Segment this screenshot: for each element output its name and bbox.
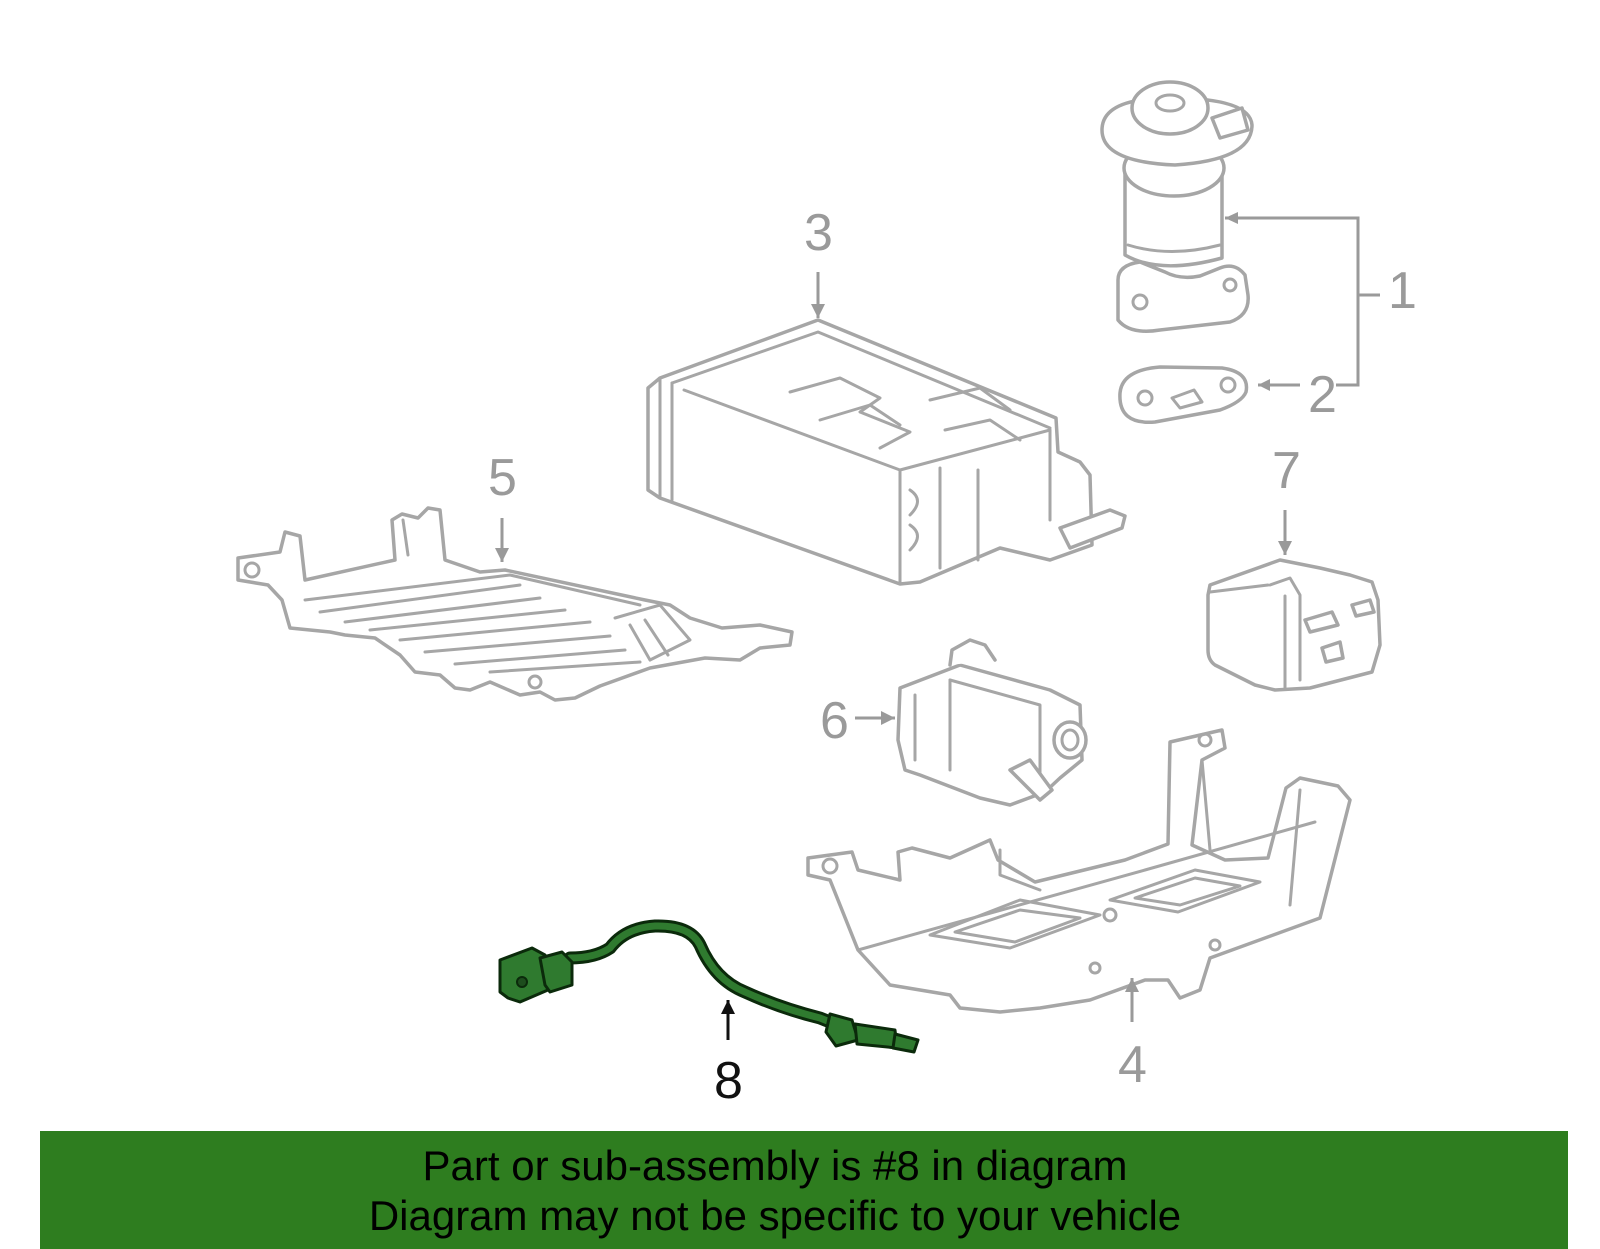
- banner-line-part-number: Part or sub-assembly is #8 in diagram: [422, 1142, 1128, 1189]
- callout-5: 5: [488, 449, 517, 507]
- info-banner: Part or sub-assembly is #8 in diagram Di…: [40, 1131, 1568, 1249]
- callout-3: 3: [804, 204, 833, 262]
- callout-4: 4: [1118, 1036, 1147, 1094]
- part-4-mounting-bracket[interactable]: [806, 728, 1352, 1014]
- callout-7: 7: [1272, 442, 1301, 500]
- part-2-gasket[interactable]: [1118, 365, 1249, 424]
- part-1-egr-valve[interactable]: [1100, 80, 1254, 333]
- banner-line-disclaimer: Diagram may not be specific to your vehi…: [368, 1192, 1182, 1239]
- callout-6: 6: [820, 692, 849, 750]
- part-8-oxygen-sensor[interactable]: [498, 919, 920, 1054]
- callout-8-highlighted: 8: [714, 1052, 743, 1110]
- part-6-purge-solenoid[interactable]: [896, 638, 1088, 807]
- callout-2: 2: [1308, 366, 1337, 424]
- leader-lines: [495, 212, 1380, 1040]
- part-3-vapor-canister[interactable]: [646, 318, 1127, 586]
- part-5-bracket[interactable]: [236, 506, 794, 702]
- part-7-sensor[interactable]: [1206, 558, 1382, 692]
- callout-1: 1: [1388, 262, 1417, 320]
